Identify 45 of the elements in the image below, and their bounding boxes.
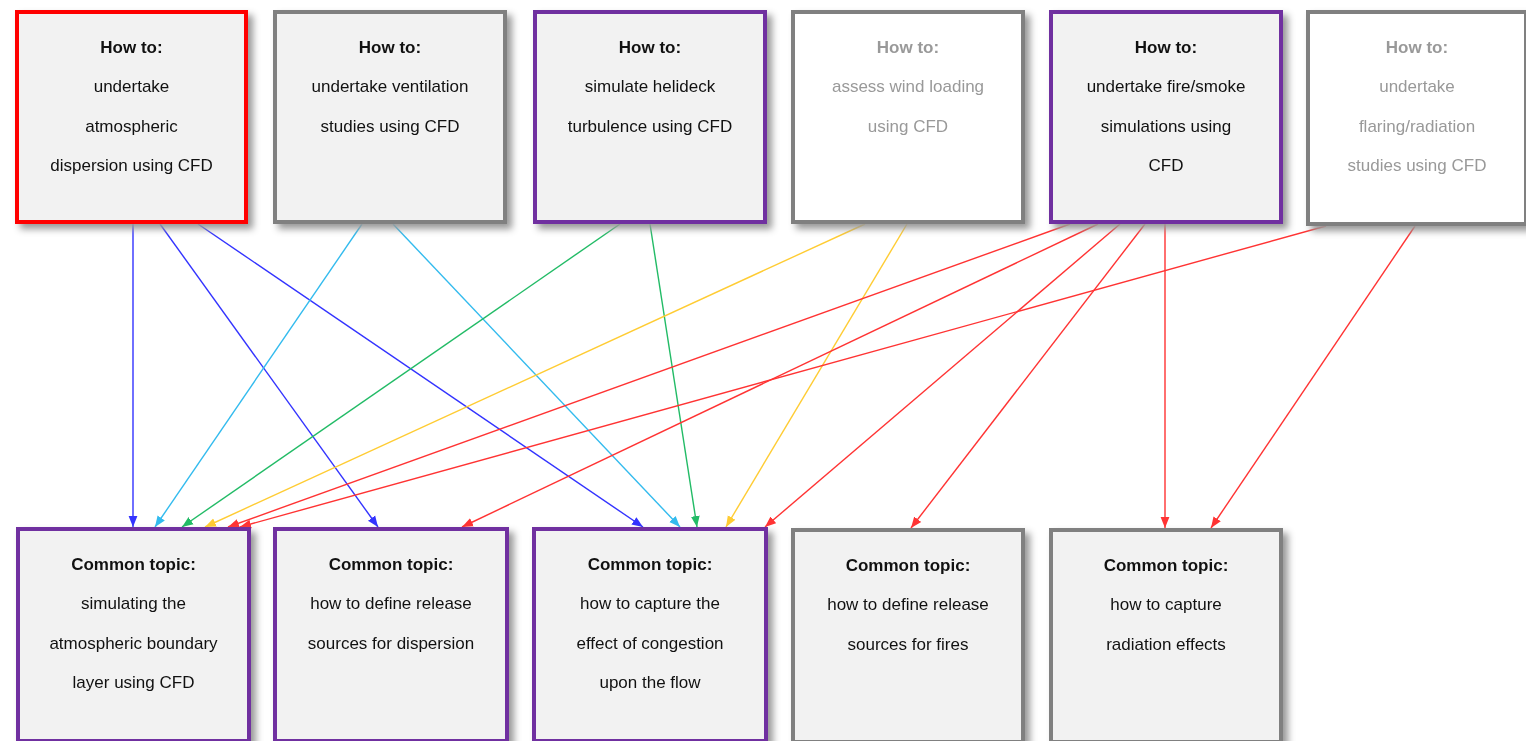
box-heading: How to:: [1133, 37, 1199, 59]
arrow: [725, 223, 908, 528]
box-description: assess wind loading using CFD: [830, 76, 986, 138]
box-heading: How to:: [617, 37, 683, 59]
box-heading: Common topic:: [327, 554, 455, 576]
arrow: [649, 223, 700, 528]
box-description: undertake flaring/radiation studies using CFD: [1346, 76, 1488, 177]
box-description: simulate helideck turbulence using CFD: [566, 76, 734, 138]
box-heading: How to:: [357, 37, 423, 59]
box-heading: Common topic:: [586, 554, 714, 576]
arrow: [128, 223, 138, 528]
box-heading: Common topic:: [1102, 555, 1230, 577]
arrow: [227, 223, 1071, 528]
box-description: how to define release sources for dispersion: [306, 593, 476, 655]
arrow: [392, 223, 681, 528]
box-heading: Common topic:: [70, 554, 197, 576]
topic-box: [1306, 10, 1526, 226]
topic-box: [791, 528, 1025, 741]
box-heading: How to:: [1384, 37, 1450, 59]
arrow: [204, 223, 866, 528]
topic-box: [15, 10, 248, 224]
arrow: [239, 225, 1327, 529]
topic-box: [1049, 528, 1283, 741]
topic-box: [533, 10, 767, 224]
topic-box: [791, 10, 1025, 224]
arrow: [461, 223, 1099, 528]
box-description: simulating the atmospheric boundary layer using CFD: [48, 593, 219, 694]
topic-box: [273, 10, 507, 224]
box-description: how to define release sources for fires: [826, 594, 990, 656]
topic-box: [16, 527, 251, 741]
topic-box: [1049, 10, 1283, 224]
arrow: [764, 223, 1121, 528]
arrow: [1160, 223, 1170, 529]
topic-box: [273, 527, 509, 741]
box-description: undertake ventilation studies using CFD: [310, 76, 470, 138]
box-description: undertake fire/smoke simulations using CFD: [1085, 76, 1247, 177]
box-heading: How to:: [99, 37, 164, 59]
arrow: [1210, 225, 1416, 529]
box-description: how to capture the effect of congestion upon the flow: [575, 593, 725, 694]
box-heading: Common topic:: [844, 555, 972, 577]
arrow: [910, 223, 1146, 529]
box-description: undertake atmospheric dispersion using CFD: [49, 76, 214, 177]
topic-box: [532, 527, 768, 741]
box-description: how to capture radiation effects: [1105, 594, 1227, 656]
box-heading: How to:: [875, 37, 941, 59]
